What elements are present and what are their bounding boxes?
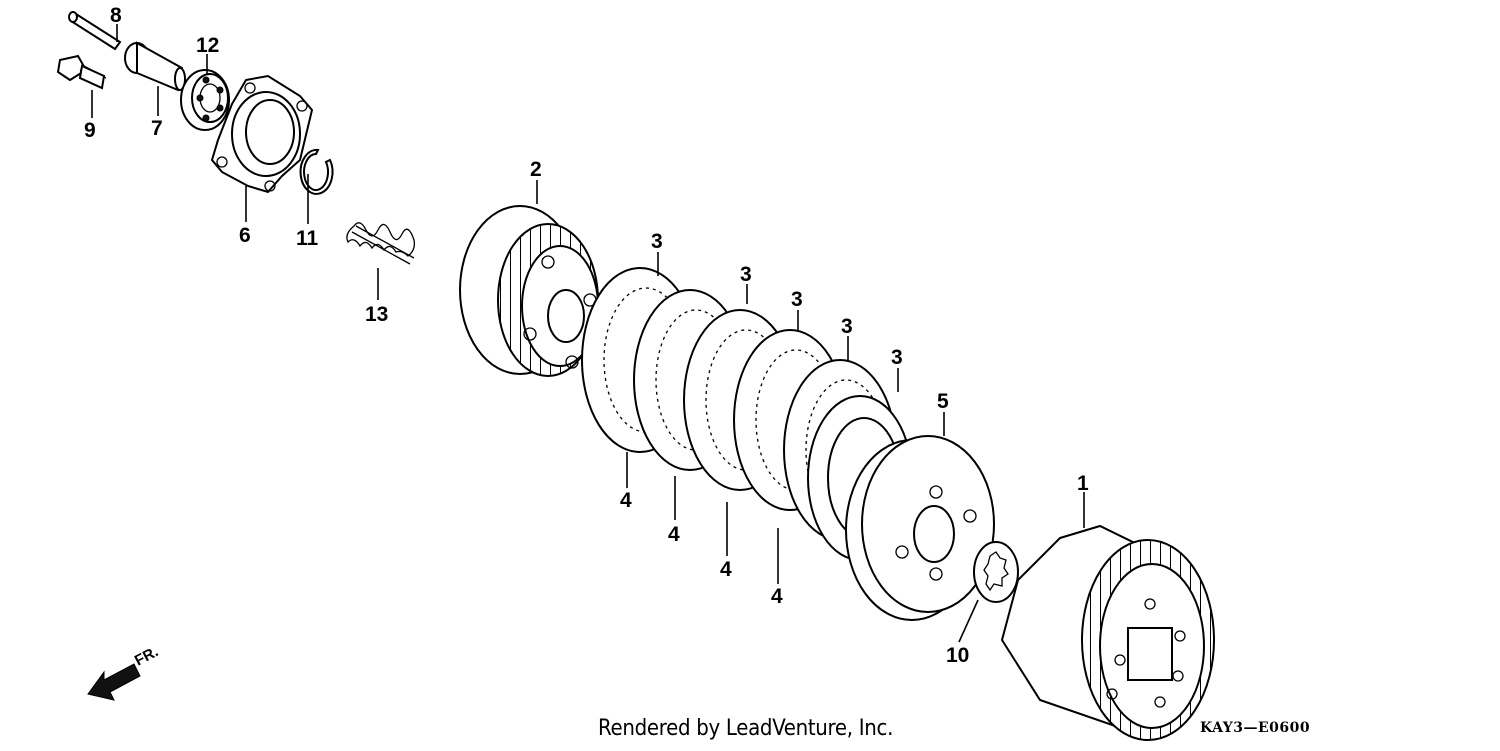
callout-8: 8 — [110, 4, 122, 27]
callout-3-a: 3 — [651, 230, 663, 253]
callout-13: 13 — [365, 303, 388, 326]
diagram-reference-code: KAY3—E0600 — [1200, 720, 1311, 736]
part-lifter-plate — [210, 74, 314, 194]
callout-1: 1 — [1077, 472, 1089, 495]
callout-4-a: 4 — [620, 489, 632, 512]
part-pin — [68, 11, 122, 51]
part-pressure-plate — [845, 435, 995, 621]
part-shaft — [124, 41, 186, 92]
front-direction-arrow: FR. — [87, 643, 161, 701]
callout-12: 12 — [196, 34, 219, 57]
callout-9: 9 — [84, 119, 96, 142]
part-bearing — [180, 69, 230, 131]
callout-6: 6 — [239, 224, 251, 247]
callout-4-d: 4 — [771, 585, 783, 608]
part-clutch-outer — [1000, 524, 1215, 741]
callout-3-c: 3 — [791, 288, 803, 311]
part-bolt — [56, 54, 107, 90]
front-direction-label: FR. — [132, 643, 161, 669]
part-clutch-center — [459, 205, 599, 377]
part-washer — [973, 541, 1019, 603]
callout-5: 5 — [937, 390, 949, 413]
callout-7: 7 — [151, 117, 163, 140]
part-spring — [346, 222, 416, 265]
callout-3-b: 3 — [740, 263, 752, 286]
callout-2: 2 — [530, 158, 542, 181]
callout-11: 11 — [296, 227, 319, 250]
part-circlip — [299, 148, 334, 195]
callout-10: 10 — [946, 644, 969, 667]
callout-4-c: 4 — [720, 558, 732, 581]
rendered-by-credit: Rendered by LeadVenture, Inc. — [598, 716, 894, 741]
callout-3-e: 3 — [891, 346, 903, 369]
callout-4-b: 4 — [668, 523, 680, 546]
callout-3-d: 3 — [841, 315, 853, 338]
leader-lines — [91, 24, 1085, 643]
callout-labels: 8 12 9 7 6 11 13 2 3 3 3 3 3 4 4 4 4 5 1… — [84, 4, 1089, 667]
